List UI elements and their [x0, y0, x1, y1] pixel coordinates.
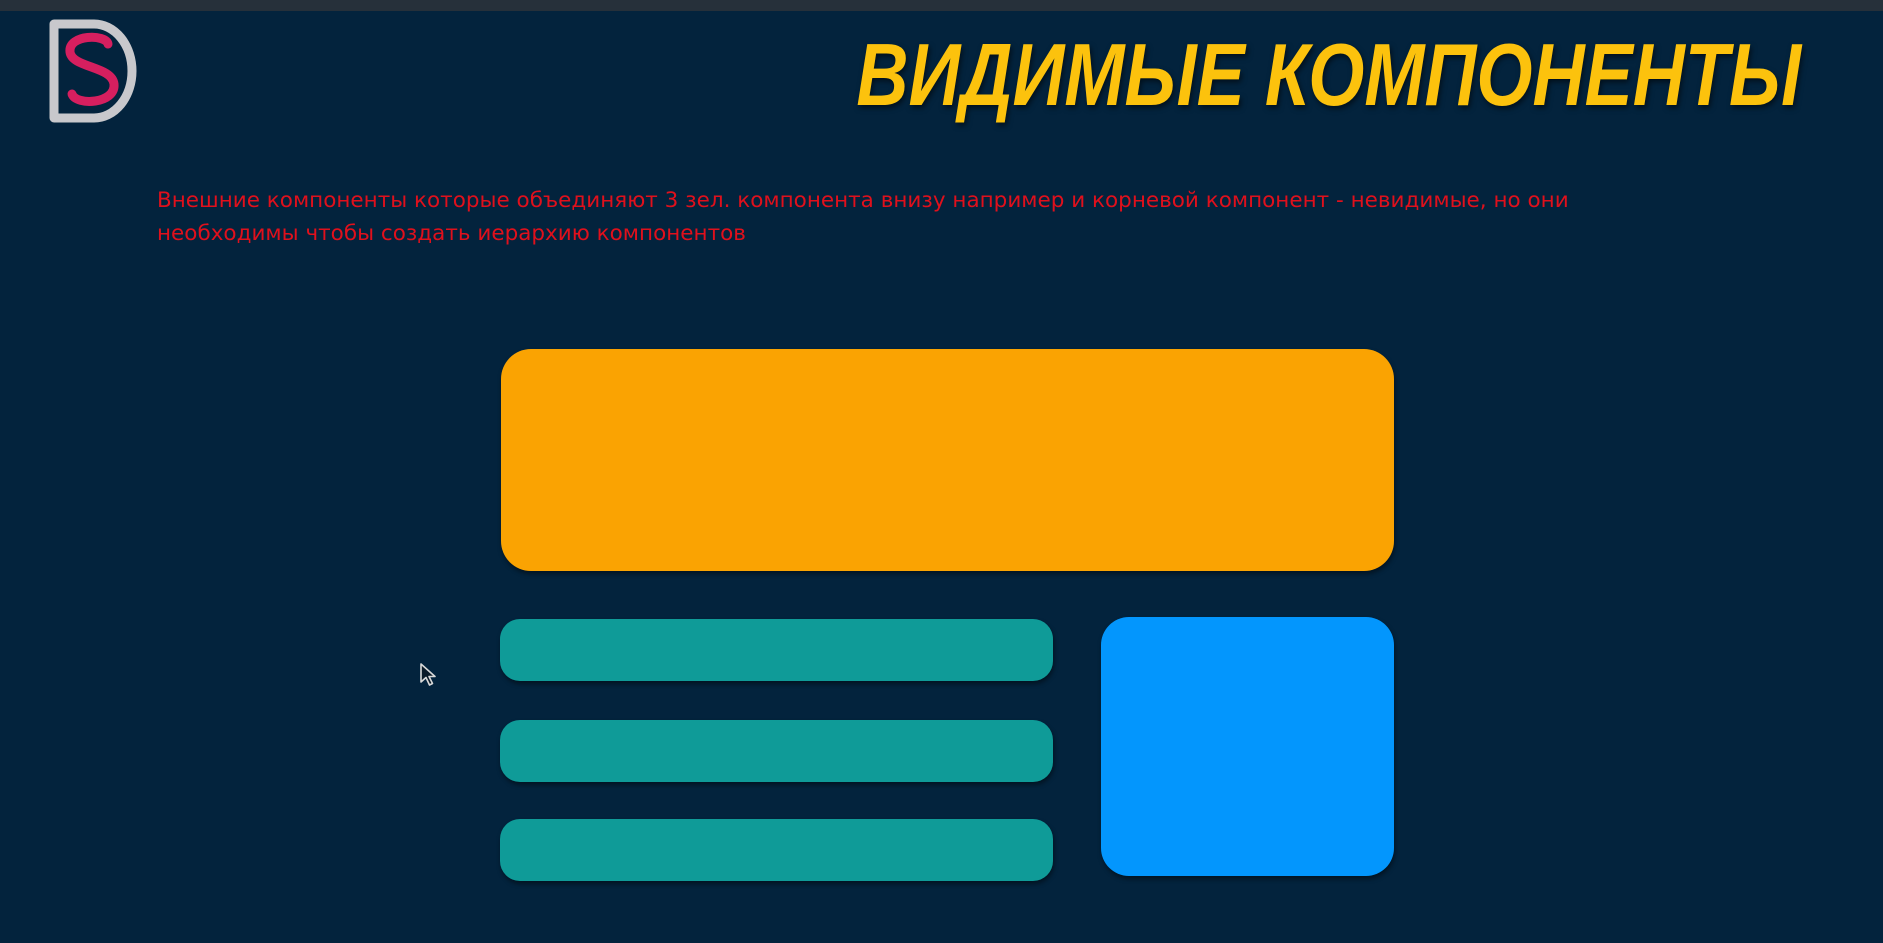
header-block: [501, 349, 1394, 571]
mouse-cursor-icon: [419, 662, 439, 688]
annotation-note: Внешние компоненты которые объединяют 3 …: [157, 188, 1569, 246]
top-window-strip: [0, 0, 1883, 11]
green-row-block-2: [500, 720, 1053, 782]
side-block: [1101, 617, 1394, 876]
ds-logo-icon: [48, 18, 138, 124]
green-row-block-3: [500, 819, 1053, 881]
green-row-block-1: [500, 619, 1053, 681]
slide-title: ВИДИМЫЕ КОМПОНЕНТЫ: [856, 25, 1801, 124]
